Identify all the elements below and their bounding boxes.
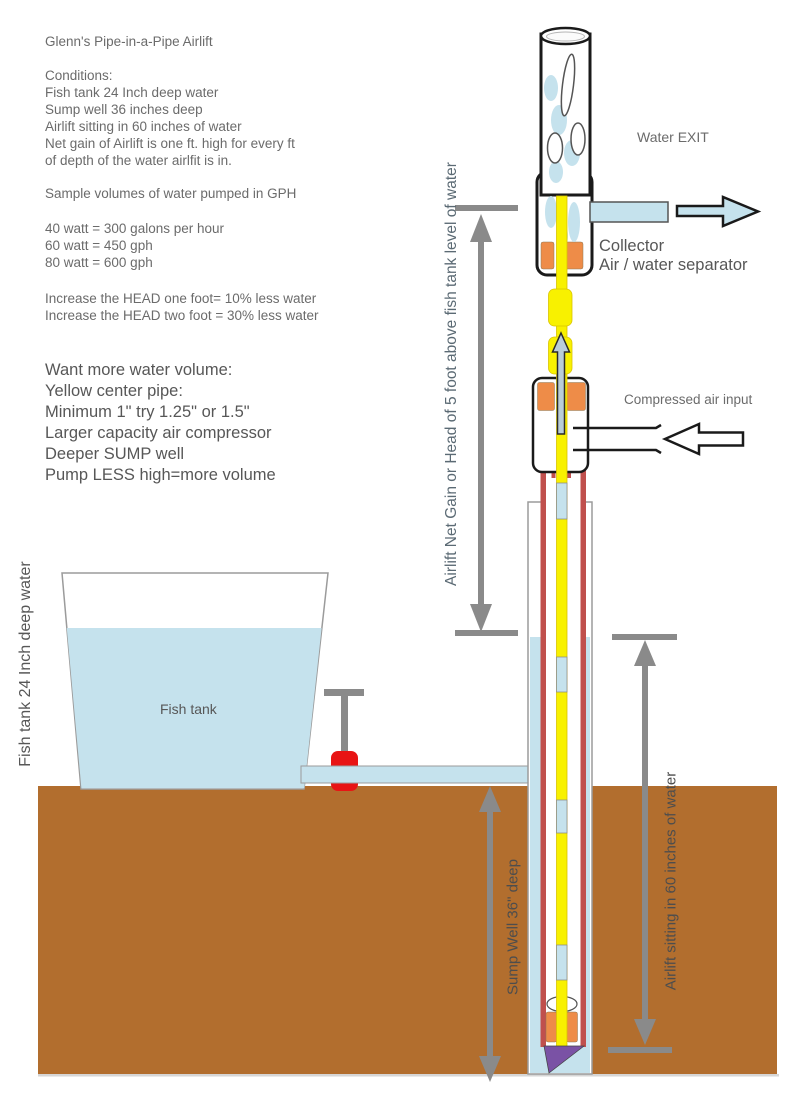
intake-deflector — [543, 1045, 586, 1074]
valve-handle — [324, 689, 364, 696]
water-exit-pipe — [589, 201, 669, 223]
separator-media-left — [540, 241, 555, 270]
fish-tank — [61, 572, 329, 790]
compressed-air-arrow — [661, 422, 745, 456]
collector-label: Collector — [599, 237, 665, 255]
sample-rates-text: 40 watt = 300 galons per hour 60 watt = … — [45, 221, 225, 270]
more-volume-text: Want more water volume: Yellow center pi… — [45, 361, 276, 484]
water-exit-arrow — [675, 195, 762, 228]
sample-volumes-header: Sample volumes of water pumped in GPH — [45, 186, 297, 201]
pipe-water-slugs — [556, 482, 568, 981]
water-up-arrow — [551, 331, 571, 435]
compressed-air-pipe — [573, 423, 662, 455]
fish-tank-side-label: Fish tank 24 Inch deep water — [17, 561, 34, 767]
water-exit-label: Water EXIT — [637, 129, 709, 145]
fish-tank-label: Fish tank — [160, 701, 217, 717]
net-gain-measure — [455, 205, 518, 636]
separator-label: Air / water separator — [599, 256, 748, 274]
ground-shadow — [38, 1074, 779, 1077]
head-notes-text: Increase the HEAD one foot= 10% less wat… — [45, 291, 319, 323]
air-bubbles — [546, 53, 586, 164]
page-title: Glenn's Pipe-in-a-Pipe Airlift — [45, 34, 213, 49]
sump-well-label: Sump Well 36" deep — [504, 859, 522, 995]
fish-tank-water — [66, 628, 322, 789]
airlift-sitting-label: Airlift sitting in 60 inches of water — [662, 771, 680, 991]
sump-depth-measure — [479, 786, 501, 1082]
exit-tube — [539, 26, 592, 247]
airlift-depth-measure — [608, 634, 677, 1053]
net-gain-label: Airlift Net Gain or Head of 5 foot above… — [443, 162, 460, 586]
compressed-air-label: Compressed air input — [624, 392, 753, 407]
valve-stem — [341, 694, 348, 754]
coupling-upper — [548, 288, 573, 327]
conditions-text: Conditions: Fish tank 24 Inch deep water… — [45, 68, 295, 168]
tank-outlet-pipe — [300, 765, 533, 784]
ground — [38, 786, 777, 1074]
